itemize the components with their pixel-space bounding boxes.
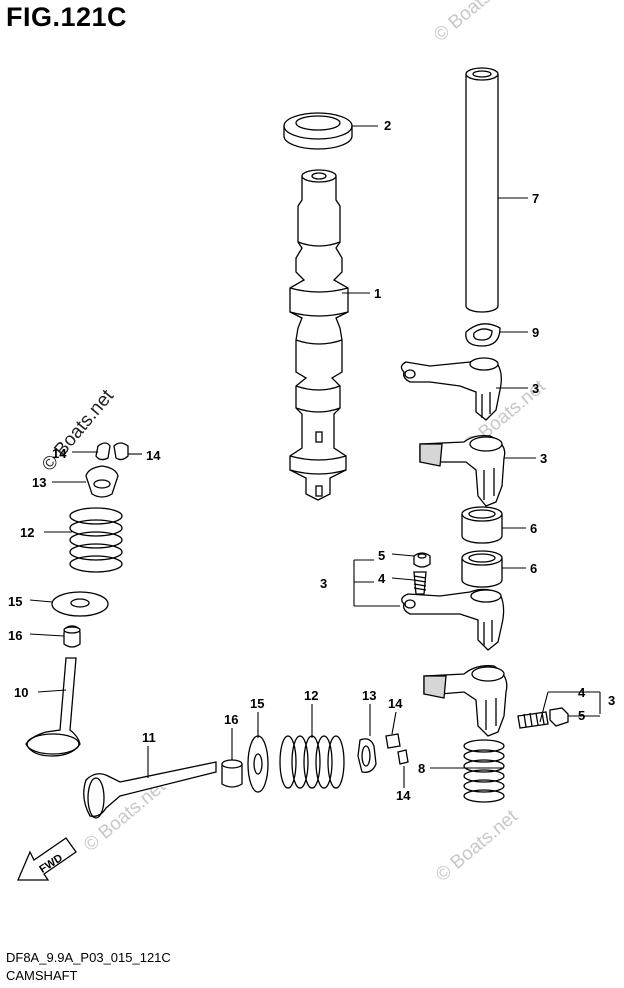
- nut-part-5-lower[interactable]: [549, 707, 569, 727]
- callout-2: 2: [384, 118, 391, 133]
- callout-13-left: 13: [32, 475, 46, 490]
- pipe-part-7[interactable]: [465, 67, 499, 313]
- adjusting-screw-part-4-lower[interactable]: [517, 711, 549, 729]
- bushing-part-6-b[interactable]: [461, 550, 503, 588]
- adjusting-screw-part-4-upper[interactable]: [413, 571, 427, 595]
- callout-1: 1: [374, 286, 381, 301]
- spring-seat-part-15-left[interactable]: [51, 591, 109, 617]
- callout-8: 8: [418, 761, 425, 776]
- forward-direction-arrow: FWD: [17, 837, 77, 881]
- stem-seal-part-16-bottom[interactable]: [221, 759, 243, 788]
- callout-16-bottom: 16: [224, 712, 238, 727]
- rocker-arm-part-3-d[interactable]: [423, 665, 508, 737]
- nut-part-5-upper[interactable]: [413, 552, 431, 568]
- callout-numbers: 2 1 7 9 3 3 6 6 5 4 3 4 3 5 8 14 14 13 1…: [8, 118, 615, 803]
- callout-14-d: 14: [396, 788, 411, 803]
- rocker-arm-part-3-b[interactable]: [419, 434, 506, 507]
- callout-10: 10: [14, 685, 28, 700]
- oil-seal-part-2[interactable]: [283, 112, 353, 150]
- spring-seat-part-15-bottom[interactable]: [247, 735, 269, 793]
- callout-6-b: 6: [530, 561, 537, 576]
- callout-6-a: 6: [530, 521, 537, 536]
- camshaft-part-1[interactable]: [289, 169, 349, 501]
- callout-4-lower: 4: [578, 685, 586, 700]
- callout-14-b: 14: [146, 448, 161, 463]
- callout-5-upper: 5: [378, 548, 385, 563]
- valve-spring-part-12-bottom[interactable]: [279, 735, 345, 789]
- spring-retainer-part-13-left[interactable]: [85, 465, 119, 498]
- rocker-arm-part-3-c[interactable]: [401, 588, 505, 651]
- rocker-arm-part-3-a[interactable]: [400, 357, 502, 421]
- callout-12-left: 12: [20, 525, 34, 540]
- bushing-part-6-a[interactable]: [461, 506, 503, 544]
- valve-cotter-part-14-left-b[interactable]: [113, 442, 129, 461]
- gasket-part-9[interactable]: [465, 323, 501, 347]
- callout-13-bottom: 13: [362, 688, 376, 703]
- callout-3-b: 3: [540, 451, 547, 466]
- callout-11: 11: [142, 730, 156, 745]
- section-name: CAMSHAFT: [6, 968, 78, 983]
- valve-cotter-part-14-bottom-a[interactable]: [385, 733, 401, 749]
- valve-cotter-part-14-bottom-b[interactable]: [397, 749, 409, 765]
- valve-spring-part-12-left[interactable]: [69, 507, 123, 573]
- spring-retainer-part-13-bottom[interactable]: [357, 738, 377, 773]
- diagram-code: DF8A_9.9A_P03_015_121C: [6, 950, 171, 965]
- callout-3-a: 3: [532, 381, 539, 396]
- callout-4-upper: 4: [378, 571, 386, 586]
- callout-12-bottom: 12: [304, 688, 318, 703]
- valve-cotter-part-14-left-a[interactable]: [95, 442, 111, 461]
- callout-14-a: 14: [52, 446, 67, 461]
- callout-15-bottom: 15: [250, 696, 264, 711]
- figure-title: FIG.121C: [6, 2, 128, 32]
- spring-part-8[interactable]: [463, 739, 505, 803]
- stem-seal-part-16-left[interactable]: [63, 625, 81, 648]
- callout-7: 7: [532, 191, 539, 206]
- valve-part-10-vertical[interactable]: [25, 657, 81, 757]
- leader-lines: [29, 125, 601, 788]
- callout-16-left: 16: [8, 628, 22, 643]
- callout-3-d: 3: [608, 693, 615, 708]
- valve-part-11-horizontal[interactable]: [83, 761, 217, 819]
- callout-3-c: 3: [320, 576, 327, 591]
- callout-9: 9: [532, 325, 539, 340]
- callout-5-lower: 5: [578, 708, 585, 723]
- callout-14-c: 14: [388, 696, 403, 711]
- callout-15-left: 15: [8, 594, 22, 609]
